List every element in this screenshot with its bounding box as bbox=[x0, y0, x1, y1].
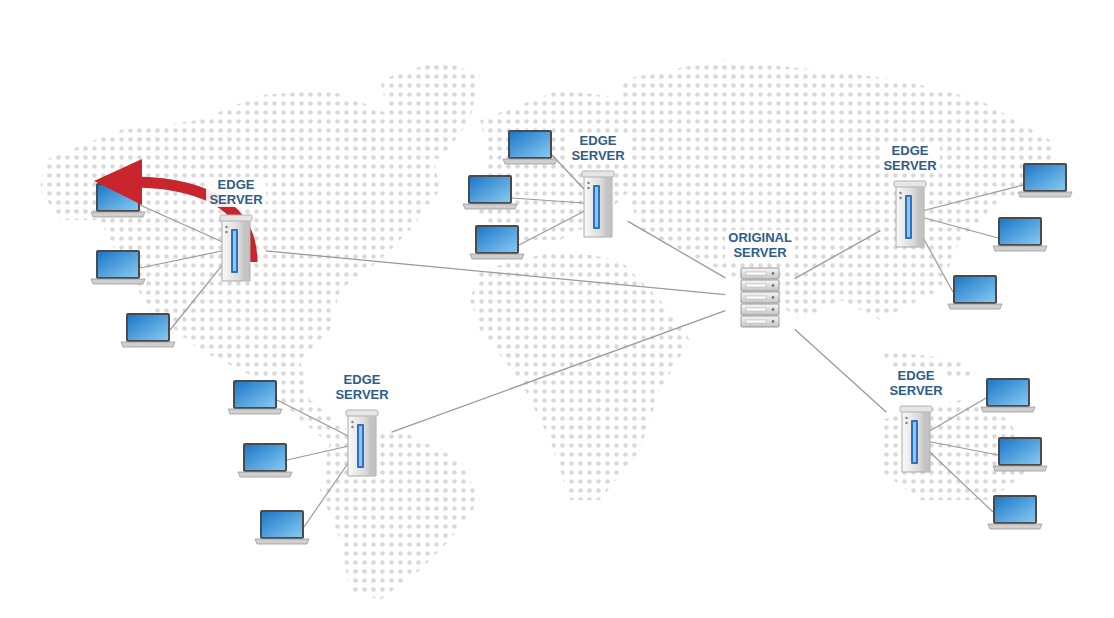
laptop-icon bbox=[228, 380, 282, 414]
network-link bbox=[795, 329, 887, 412]
edge-server-node: EDGE SERVER bbox=[886, 368, 945, 474]
server-icon bbox=[898, 404, 934, 474]
server-icon bbox=[739, 266, 781, 330]
server-label: EDGE SERVER bbox=[886, 368, 945, 398]
edge-server-node: EDGE SERVER bbox=[880, 143, 939, 249]
laptop-icon bbox=[121, 313, 175, 347]
laptop-icon bbox=[988, 495, 1042, 529]
laptop-icon bbox=[463, 175, 517, 209]
edge-server-node: EDGE SERVER bbox=[206, 177, 265, 283]
network-link bbox=[795, 231, 881, 279]
arrow-head bbox=[94, 159, 142, 205]
laptop-icon bbox=[238, 443, 292, 477]
server-icon bbox=[580, 169, 616, 239]
laptop-icon bbox=[993, 217, 1047, 251]
client-wire bbox=[910, 185, 1023, 214]
laptop-icon bbox=[1018, 163, 1072, 197]
laptop-icon bbox=[948, 275, 1002, 309]
laptop-icon bbox=[503, 130, 557, 164]
laptop-icon bbox=[91, 250, 145, 284]
server-label: EDGE SERVER bbox=[332, 372, 391, 402]
server-icon bbox=[892, 179, 928, 249]
server-label: ORIGINAL SERVER bbox=[725, 230, 794, 260]
laptop-icon bbox=[470, 225, 524, 259]
client-wires bbox=[140, 155, 1023, 527]
laptop-icon bbox=[981, 378, 1035, 412]
network-link bbox=[266, 251, 726, 295]
network-link bbox=[392, 311, 726, 433]
laptops bbox=[91, 130, 1072, 544]
server-label: EDGE SERVER bbox=[880, 143, 939, 173]
laptop-icon bbox=[255, 510, 309, 544]
server-label: EDGE SERVER bbox=[568, 133, 627, 163]
server-label: EDGE SERVER bbox=[206, 177, 265, 207]
origin-server-node: ORIGINAL SERVER bbox=[725, 230, 794, 330]
network-link bbox=[628, 221, 726, 278]
edge-server-node: EDGE SERVER bbox=[568, 133, 627, 239]
edge-server-node: EDGE SERVER bbox=[332, 372, 391, 478]
laptop-icon bbox=[993, 437, 1047, 471]
server-icon bbox=[218, 213, 254, 283]
server-icon bbox=[344, 408, 380, 478]
